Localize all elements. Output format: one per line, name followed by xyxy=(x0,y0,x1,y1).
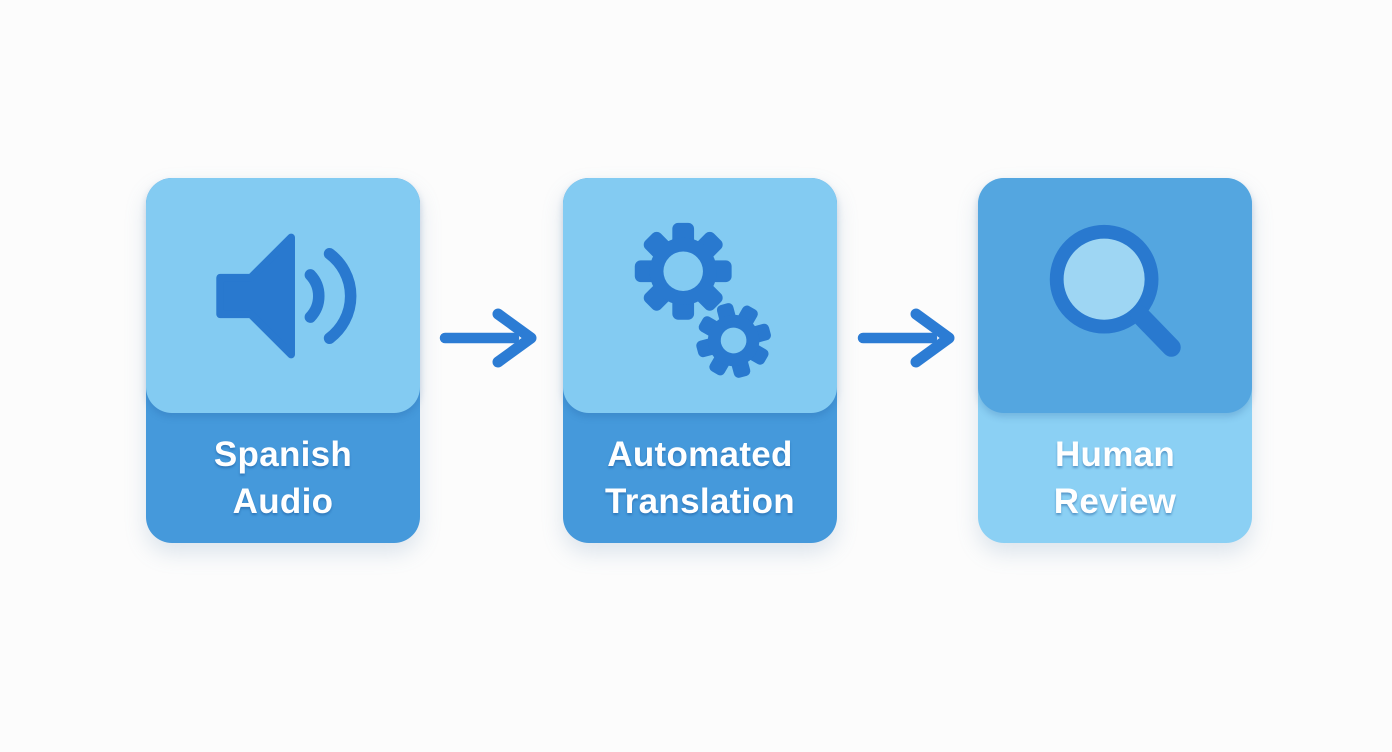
speaker-icon xyxy=(216,233,357,358)
magnifier-icon xyxy=(1049,224,1181,357)
step-label: Spanish Audio xyxy=(146,413,420,543)
step-label-line: Review xyxy=(1053,482,1177,521)
step-card-automated-translation: Automated Translation xyxy=(563,178,837,543)
flow-arrow xyxy=(856,302,966,374)
step-label-line: Audio xyxy=(232,482,334,521)
flow-arrow xyxy=(438,302,548,374)
step-label-line: Spanish xyxy=(213,435,353,474)
icon-panel xyxy=(563,178,837,413)
step-label-line: Translation xyxy=(604,482,795,521)
step-label: Automated Translation xyxy=(563,413,837,543)
step-label-line: Human xyxy=(1054,435,1176,474)
step-card-spanish-audio: Spanish Audio xyxy=(146,178,420,543)
icon-panel xyxy=(146,178,420,413)
step-card-human-review: Human Review xyxy=(978,178,1252,543)
icon-panel xyxy=(978,178,1252,413)
step-label-line: Automated xyxy=(607,435,793,474)
step-label: Human Review xyxy=(978,413,1252,543)
gears-icon xyxy=(634,222,771,378)
